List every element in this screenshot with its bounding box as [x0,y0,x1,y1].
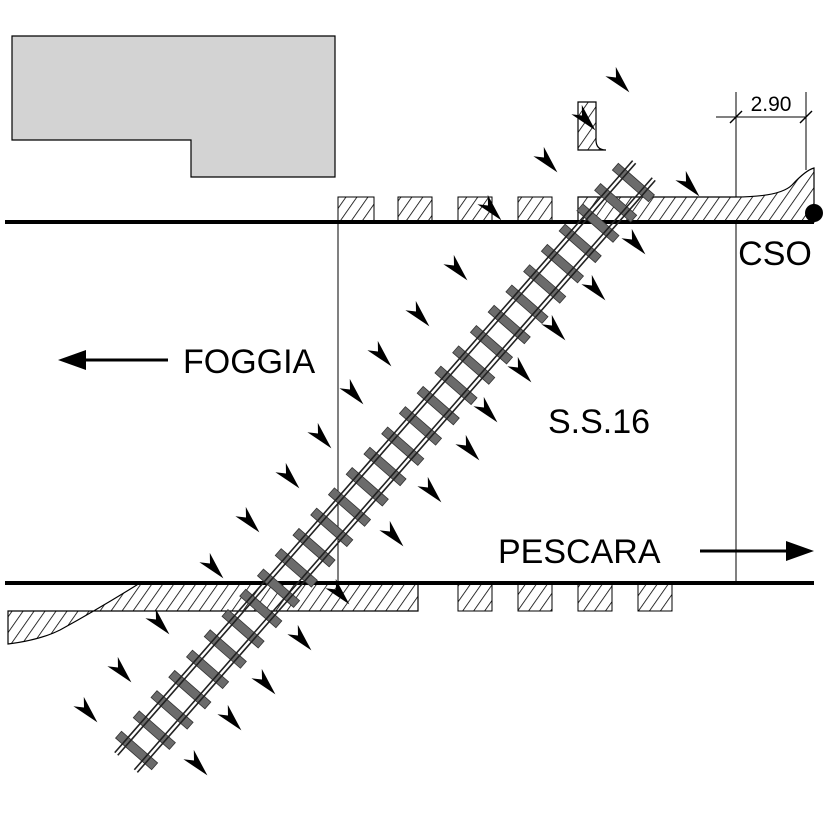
triangle-marker-icon [379,520,404,547]
pescara-label: PESCARA [498,533,661,571]
road-label: S.S.16 [548,403,650,441]
triangle-markers [73,66,700,776]
triangle-marker-icon [339,378,364,405]
triangle-marker-icon [605,66,630,93]
upper-sidewalk [577,167,815,223]
foggia-label: FOGGIA [183,343,316,381]
triangle-marker-icon [183,749,208,776]
triangle-marker-icon [307,422,332,449]
arrow-right-icon [786,541,814,561]
cso-point-icon [805,204,823,222]
triangle-marker-icon [417,476,442,503]
triangle-marker-icon [507,356,532,383]
triangle-marker-icon [251,668,276,695]
arrow-left-icon [58,350,86,370]
triangle-marker-icon [443,254,468,281]
triangle-marker-icon [541,314,566,341]
foggia-direction: FOGGIA [58,343,316,381]
track-rail [133,177,653,771]
track-rail [114,160,634,754]
cso-label: CSO [738,235,812,273]
triangle-marker-icon [325,578,350,605]
triangle-marker-icon [287,624,312,651]
triangle-marker-icon [73,696,98,723]
triangle-marker-icon [473,396,498,423]
triangle-marker-icon [275,462,300,489]
triangle-marker-icon [367,340,392,367]
dimension-label: 2.90 [751,93,792,116]
track-rail [117,162,637,756]
pescara-direction: PESCARA [498,533,814,571]
lower-curb-dashes [457,582,673,612]
dimension-marker: 2.90 [716,92,813,170]
upper-curb-dashes [337,196,553,223]
triangle-marker-icon [581,274,606,301]
triangle-marker-icon [405,300,430,327]
track-rail [136,179,656,773]
triangle-marker-icon [533,146,558,173]
railway-track [114,160,656,773]
triangle-marker-icon [621,228,646,255]
triangle-marker-icon [217,704,242,731]
triangle-marker-icon [675,170,700,197]
building-shape [11,35,336,178]
triangle-marker-icon [455,434,480,461]
triangle-marker-icon [571,104,596,131]
triangle-marker-icon [477,194,502,221]
triangle-marker-icon [107,656,132,683]
triangle-marker-icon [145,608,170,635]
triangle-marker-icon [235,506,260,533]
triangle-marker-icon [199,552,224,579]
